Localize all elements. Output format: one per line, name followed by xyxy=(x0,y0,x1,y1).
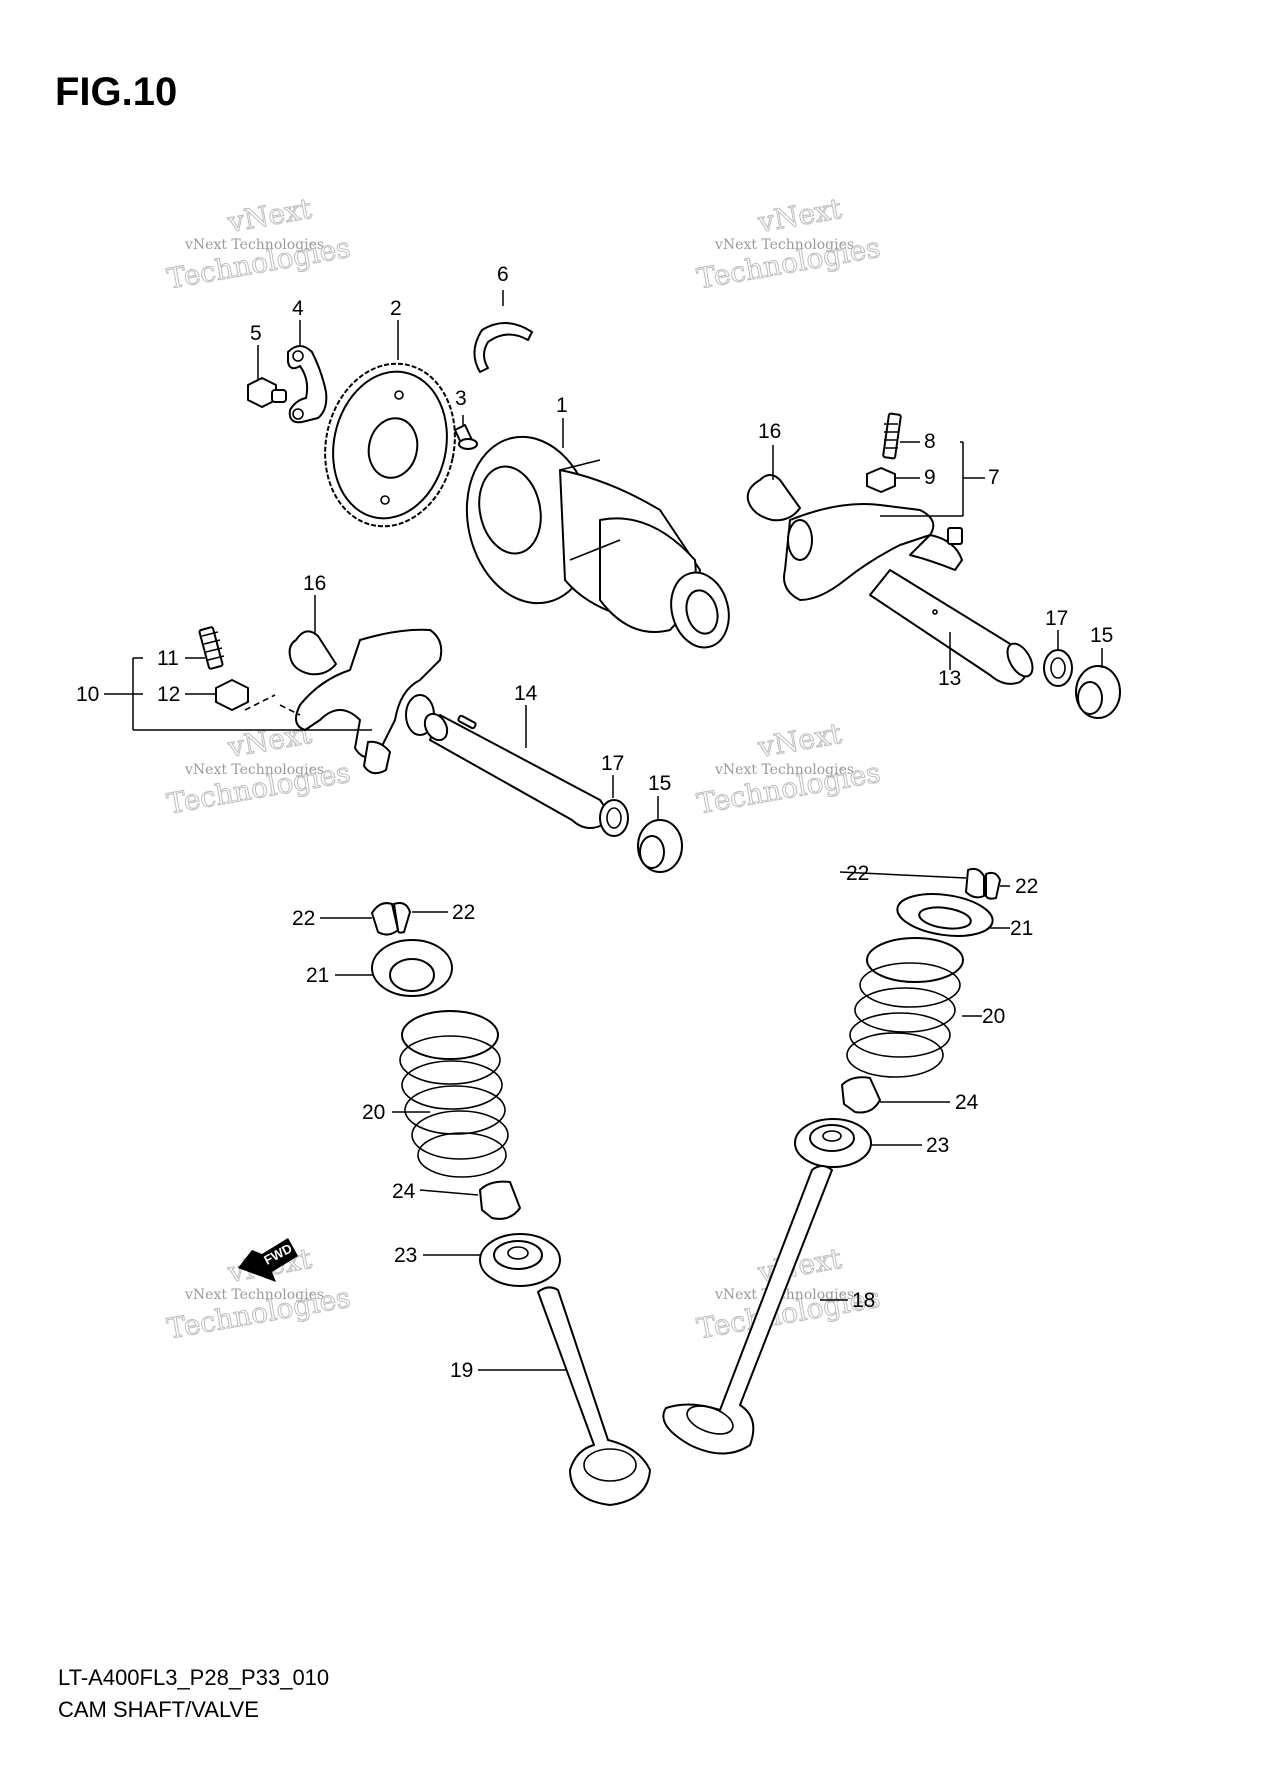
part-16-o-ring-upper xyxy=(746,474,801,522)
callout-22: 22 xyxy=(1015,875,1038,898)
part-22-cotter-left xyxy=(371,902,411,936)
callout-10: 10 xyxy=(76,683,99,706)
callout-15: 15 xyxy=(1090,624,1113,647)
callout-16: 16 xyxy=(303,572,326,595)
part-12-lock-nut xyxy=(215,679,249,711)
part-15-cap-upper xyxy=(1075,665,1121,719)
part-5-bolt xyxy=(247,377,287,408)
part-1-camshaft xyxy=(465,435,730,649)
part-23-spring-seat-right xyxy=(794,1118,872,1168)
watermark-text: vNext xyxy=(225,192,315,239)
watermark-text: vNext Technologies xyxy=(714,762,854,778)
callout-16: 16 xyxy=(758,420,781,443)
callout-12: 12 xyxy=(157,683,180,706)
watermark-text: vNext Technologies xyxy=(184,237,324,253)
callout-24: 24 xyxy=(955,1091,979,1114)
callout-6: 6 xyxy=(497,263,509,286)
callout-7: 7 xyxy=(988,466,1000,489)
part-13-rocker-shaft-upper xyxy=(869,569,1034,685)
figure-title: FIG.10 xyxy=(55,70,178,114)
part-3-dowel-pin xyxy=(454,424,478,450)
part-2-cam-sprocket xyxy=(324,362,456,528)
callout-23: 23 xyxy=(926,1134,949,1157)
callout-22: 22 xyxy=(846,862,869,885)
part-6-half-ring xyxy=(473,322,533,373)
watermark: vNext Technologies Technologies vNext xyxy=(694,191,883,296)
watermark-text: vNext Technologies xyxy=(714,237,854,253)
fwd-arrow-icon: FWD xyxy=(238,1238,298,1282)
part-8-adjusting-screw xyxy=(882,412,902,460)
callout-11: 11 xyxy=(157,647,179,670)
callout-21: 21 xyxy=(1010,917,1033,940)
leader-lines xyxy=(104,290,1103,1371)
callout-13: 13 xyxy=(938,667,961,690)
watermark-text: vNext xyxy=(755,717,845,764)
callout-23: 23 xyxy=(394,1244,417,1267)
part-23-spring-seat-left xyxy=(479,1233,561,1287)
callout-8: 8 xyxy=(924,430,936,453)
callout-24: 24 xyxy=(392,1180,416,1203)
watermark-text: vNext xyxy=(755,192,845,239)
callout-4: 4 xyxy=(292,297,304,320)
callout-15: 15 xyxy=(648,772,671,795)
watermark-text: vNext Technologies xyxy=(184,1287,324,1303)
part-15-cap-lower xyxy=(637,819,683,873)
part-17-o-ring-upper xyxy=(1043,649,1073,687)
watermark: vNext Technologies Technologies vNext xyxy=(164,191,353,296)
part-24-stem-seal-left xyxy=(479,1180,521,1220)
callout-14: 14 xyxy=(514,682,538,705)
watermark: vNext Technologies Technologies vNext xyxy=(164,716,353,821)
part-9-lock-nut xyxy=(866,467,896,493)
callout-5: 5 xyxy=(250,322,262,345)
part-20-spring-right xyxy=(846,937,964,1078)
part-17-o-ring-lower xyxy=(599,799,629,837)
section-name: CAM SHAFT/VALVE xyxy=(58,1697,259,1722)
watermark: vNext Technologies Technologies vNext xyxy=(694,716,883,821)
callout-22: 22 xyxy=(292,907,315,930)
callout-17: 17 xyxy=(1045,607,1068,630)
part-16-o-ring-lower xyxy=(288,630,337,676)
watermark-text: vNext Technologies xyxy=(184,762,324,778)
part-21-retainer-right xyxy=(896,893,994,937)
callout-9: 9 xyxy=(924,466,936,489)
callout-19: 19 xyxy=(450,1359,473,1382)
part-20-spring-left xyxy=(399,1010,509,1178)
callout-18: 18 xyxy=(852,1289,875,1312)
callout-3: 3 xyxy=(455,387,467,410)
callout-20: 20 xyxy=(362,1101,385,1124)
part-10-rocker-arm-lower xyxy=(244,628,443,775)
callout-1: 1 xyxy=(556,394,568,417)
callout-21: 21 xyxy=(306,964,329,987)
model-code: LT-A400FL3_P28_P33_010 xyxy=(58,1665,330,1690)
callout-labels: 6 2 4 5 3 1 16 8 9 7 17 15 13 16 11 12 1… xyxy=(76,263,1113,1382)
part-7-rocker-arm-upper xyxy=(783,503,963,601)
part-14-rocker-shaft-lower xyxy=(423,712,607,829)
callout-22: 22 xyxy=(452,901,475,924)
callout-2: 2 xyxy=(390,297,402,320)
callout-20: 20 xyxy=(982,1005,1005,1028)
part-24-stem-seal-right xyxy=(841,1076,881,1114)
part-18-valve-right xyxy=(662,1165,833,1455)
part-4-lock-plate xyxy=(287,345,328,424)
part-19-valve-left xyxy=(537,1286,651,1506)
part-11-adjusting-screw xyxy=(198,626,225,670)
callout-17: 17 xyxy=(601,752,624,775)
part-21-retainer-left xyxy=(371,939,453,997)
part-22-cotter-right xyxy=(965,867,1001,900)
